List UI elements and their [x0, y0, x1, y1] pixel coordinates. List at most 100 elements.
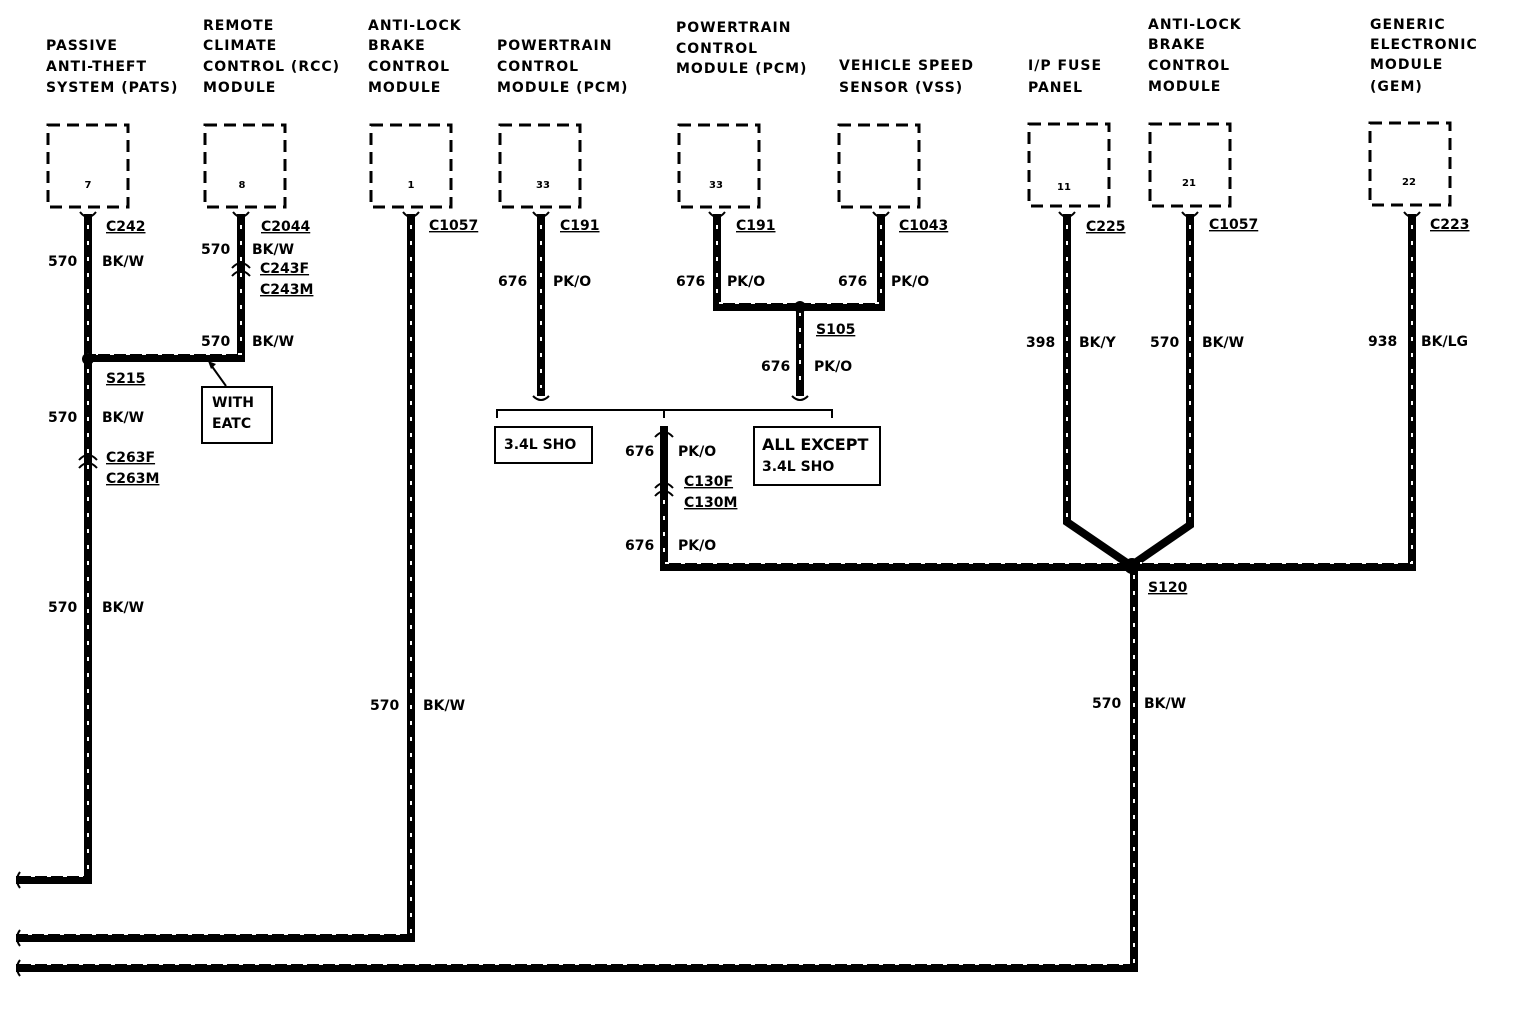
pcm1-pin: 33 — [536, 180, 550, 191]
wire-labels: 570 BK/W 570 BK/W 570 BK/W 570 BK/W 570 … — [48, 242, 1468, 714]
svg-text:570: 570 — [1150, 335, 1179, 351]
svg-text:PK/O: PK/O — [814, 359, 852, 375]
svg-text:CONTROL: CONTROL — [368, 59, 450, 75]
connector-c1057-b: C1057 — [1209, 217, 1258, 233]
svg-text:PK/O: PK/O — [678, 444, 716, 460]
svg-text:BK/W: BK/W — [252, 242, 294, 258]
svg-text:BK/Y: BK/Y — [1079, 335, 1117, 351]
svg-text:570: 570 — [48, 600, 77, 616]
inline-connector-c130 — [654, 431, 674, 497]
svg-text:BK/W: BK/W — [1144, 696, 1186, 712]
abs2-box — [1148, 122, 1232, 208]
pcm2-title: POWERTRAIN CONTROL MODULE (PCM) — [676, 20, 807, 77]
abs2-title: ANTI-LOCK BRAKE CONTROL MODULE — [1148, 17, 1241, 95]
svg-text:570: 570 — [201, 334, 230, 350]
rcc-box — [203, 123, 287, 209]
svg-text:BK/W: BK/W — [423, 698, 465, 714]
connector-c225: C225 — [1086, 219, 1126, 235]
connector-c243m: C243M — [260, 282, 313, 298]
svg-text:676: 676 — [676, 274, 705, 290]
connector-c263f: C263F — [106, 450, 155, 466]
splice-s120: S120 — [1148, 580, 1188, 596]
pcm1-box — [498, 123, 582, 209]
pcm1-title: POWERTRAIN CONTROL MODULE (PCM) — [497, 38, 628, 96]
pcm2-pin: 33 — [709, 180, 723, 191]
splice-s105-dot — [794, 301, 806, 313]
svg-text:SENSOR (VSS): SENSOR (VSS) — [839, 80, 963, 96]
connector-c242: C242 — [106, 219, 146, 235]
svg-text:676: 676 — [498, 274, 527, 290]
svg-text:CONTROL: CONTROL — [497, 59, 579, 75]
svg-text:BK/W: BK/W — [252, 334, 294, 350]
svg-text:(GEM): (GEM) — [1370, 79, 1423, 95]
svg-text:BRAKE: BRAKE — [1148, 37, 1206, 53]
pats-title: PASSIVE ANTI-THEFT SYSTEM (PATS) — [46, 38, 177, 96]
abs2-pin: 21 — [1182, 178, 1196, 189]
inline-connector-c263 — [78, 454, 98, 469]
connector-c130f: C130F — [684, 474, 733, 490]
svg-text:MODULE (PCM): MODULE (PCM) — [676, 61, 807, 77]
svg-text:PK/O: PK/O — [553, 274, 591, 290]
svg-text:BK/W: BK/W — [102, 410, 144, 426]
connector-forks — [79, 211, 1421, 218]
svg-text:REMOTE: REMOTE — [203, 18, 274, 34]
wires — [16, 214, 1416, 972]
vss-box — [837, 123, 921, 209]
svg-text:676: 676 — [625, 538, 654, 554]
fuse-title: I/P FUSE PANEL — [1028, 58, 1102, 96]
svg-text:676: 676 — [838, 274, 867, 290]
svg-text:MODULE: MODULE — [203, 80, 276, 96]
splice-s120-dot — [1124, 558, 1140, 574]
svg-text:I/P FUSE: I/P FUSE — [1028, 58, 1102, 74]
gem-pin: 22 — [1402, 177, 1416, 188]
pats-box — [46, 123, 130, 209]
splice-s215-dot — [82, 353, 94, 365]
svg-text:ANTI-LOCK: ANTI-LOCK — [368, 18, 462, 34]
gem-box — [1368, 121, 1452, 207]
connector-c2044: C2044 — [261, 219, 310, 235]
svg-text:BK/W: BK/W — [1202, 335, 1244, 351]
svg-text:PASSIVE: PASSIVE — [46, 38, 118, 54]
svg-text:MODULE: MODULE — [1148, 79, 1221, 95]
svg-text:MODULE: MODULE — [1370, 57, 1443, 73]
svg-text:676: 676 — [625, 444, 654, 460]
gem-title: GENERIC ELECTRONIC MODULE (GEM) — [1370, 17, 1477, 95]
connector-c191-b: C191 — [736, 218, 776, 234]
svg-text:PK/O: PK/O — [678, 538, 716, 554]
fuse-pin: 11 — [1057, 182, 1071, 193]
svg-text:3.4L SHO: 3.4L SHO — [504, 437, 576, 453]
rcc-title: REMOTE CLIMATE CONTROL (RCC) MODULE — [203, 18, 340, 96]
connector-c130m: C130M — [684, 495, 737, 511]
svg-text:PANEL: PANEL — [1028, 80, 1083, 96]
svg-text:570: 570 — [370, 698, 399, 714]
svg-text:570: 570 — [48, 254, 77, 270]
pats-pin: 7 — [85, 180, 92, 191]
splice-s105: S105 — [816, 322, 855, 338]
fuse-box — [1027, 122, 1111, 208]
connector-c223: C223 — [1430, 217, 1470, 233]
svg-text:BK/W: BK/W — [102, 600, 144, 616]
svg-text:POWERTRAIN: POWERTRAIN — [676, 20, 791, 36]
svg-text:570: 570 — [201, 242, 230, 258]
svg-text:938: 938 — [1368, 334, 1397, 350]
svg-text:BK/LG: BK/LG — [1421, 334, 1468, 350]
svg-text:ALL EXCEPT: ALL EXCEPT — [762, 435, 868, 454]
connector-c243f: C243F — [260, 261, 309, 277]
svg-text:VEHICLE SPEED: VEHICLE SPEED — [839, 58, 974, 74]
inline-connector-c243 — [231, 262, 251, 277]
abs1-box — [369, 123, 453, 209]
abs1-title: ANTI-LOCK BRAKE CONTROL MODULE — [368, 18, 462, 96]
svg-text:POWERTRAIN: POWERTRAIN — [497, 38, 612, 54]
rcc-pin: 8 — [239, 180, 246, 191]
svg-text:CLIMATE: CLIMATE — [203, 38, 277, 54]
svg-text:MODULE (PCM): MODULE (PCM) — [497, 80, 628, 96]
svg-text:ANTI-THEFT: ANTI-THEFT — [46, 59, 147, 75]
connector-c1043: C1043 — [899, 218, 948, 234]
svg-text:BRAKE: BRAKE — [368, 38, 426, 54]
svg-text:CONTROL (RCC): CONTROL (RCC) — [203, 59, 340, 75]
connector-c191-a: C191 — [560, 218, 600, 234]
svg-text:3.4L SHO: 3.4L SHO — [762, 459, 834, 475]
svg-text:WITH: WITH — [212, 395, 254, 411]
svg-text:398: 398 — [1026, 335, 1055, 351]
